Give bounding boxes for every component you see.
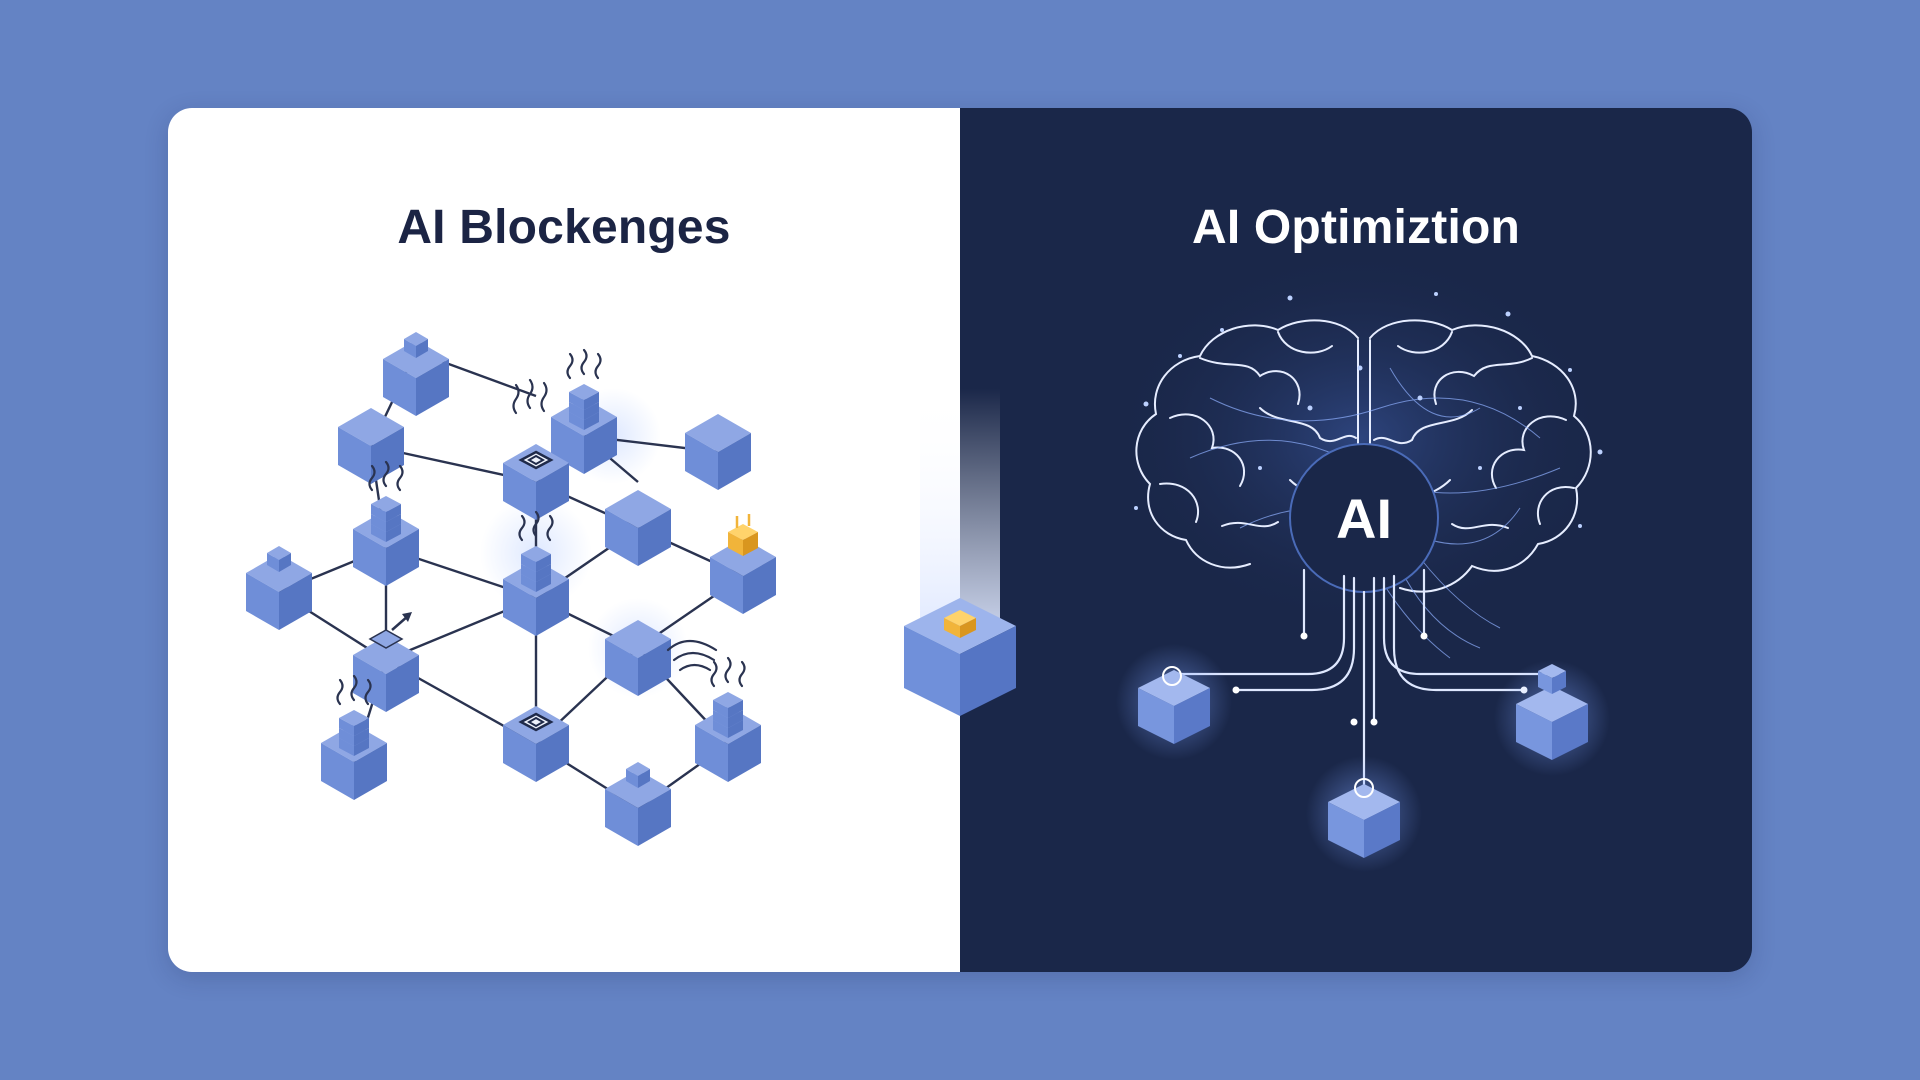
ai-badge-label: AI	[1336, 487, 1392, 550]
left-node-cube	[1138, 666, 1210, 744]
ai-optimization-title: AI Optimiztion	[1191, 201, 1521, 254]
right-node-cube	[1516, 664, 1588, 760]
bottom-node-cube	[1328, 778, 1400, 858]
comparison-card: AI Blockenges	[168, 108, 1752, 972]
ai-optimization-panel: AI Optimiztion	[960, 108, 1752, 972]
gold-block-stack	[728, 514, 758, 556]
blockchain-title: AI Blockenges	[397, 201, 731, 254]
blockchain-network-illustration	[246, 332, 776, 846]
network-cubes	[246, 332, 776, 846]
ai-brain-illustration: AI	[1110, 248, 1610, 872]
blockchain-panel: AI Blockenges	[168, 108, 960, 972]
